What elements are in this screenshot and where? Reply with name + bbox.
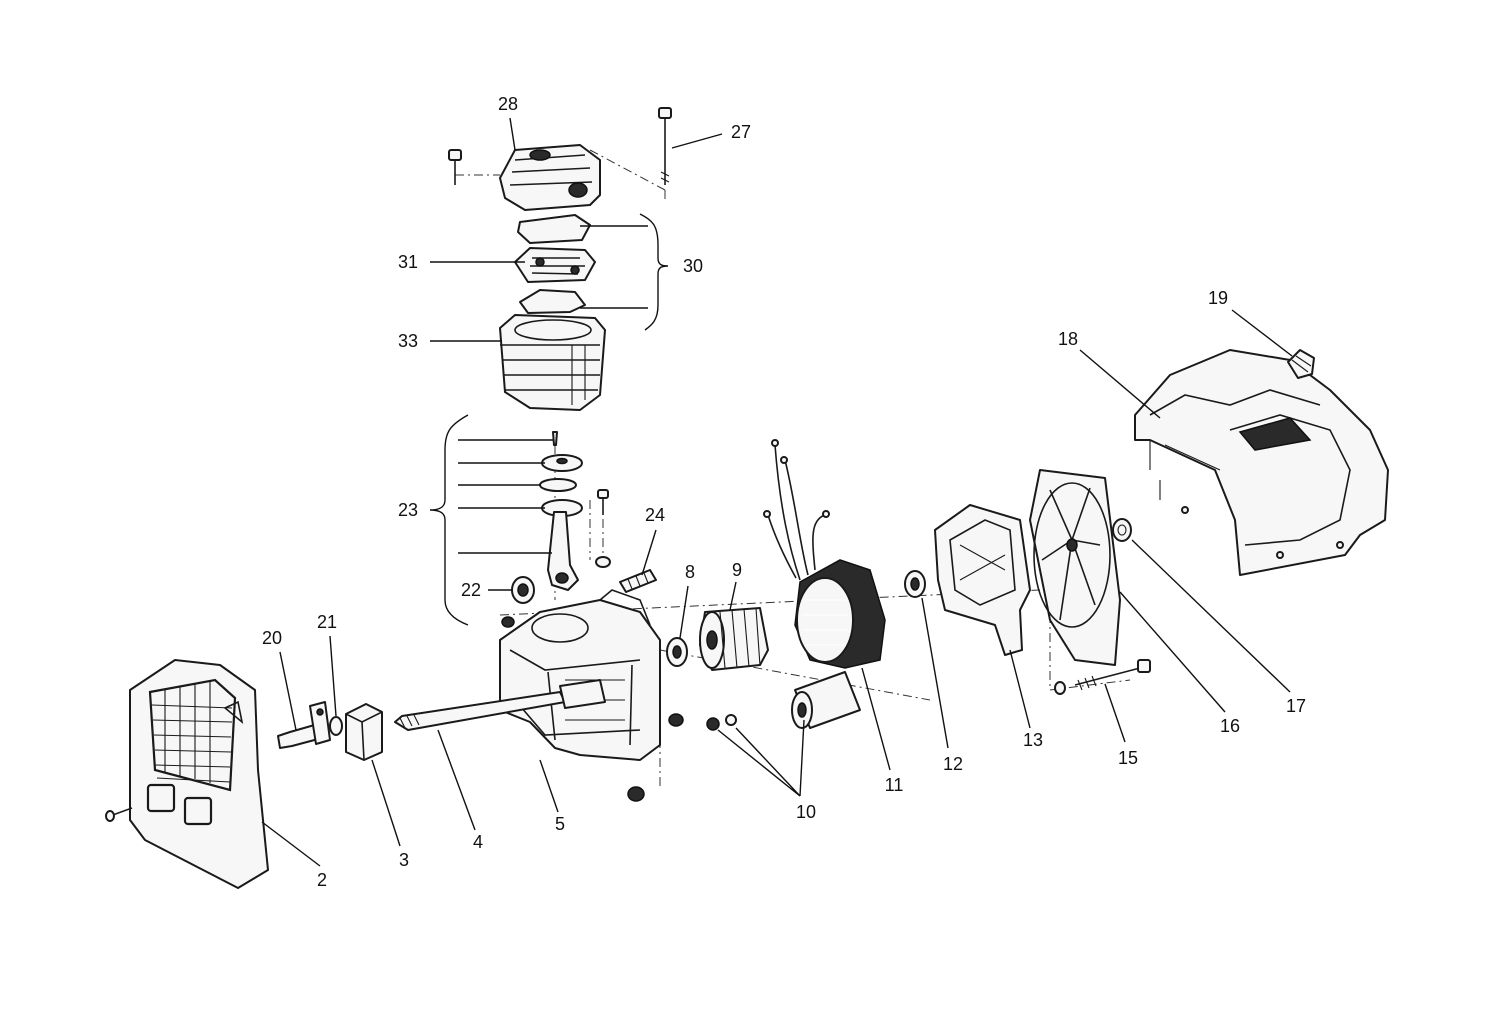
callout-10: 10 [796,802,816,822]
part-fan [1029,469,1121,666]
part-end-bracket [934,504,1031,656]
part-crankcase-bottom-nut [627,786,645,802]
callout-4: 4 [473,832,483,852]
callout-31: 31 [398,252,418,272]
part-ring-17 [1112,518,1132,542]
part-capacitor [791,671,861,729]
leader-lines [261,117,1293,867]
part-cap-19 [1287,349,1315,379]
callout-2: 2 [317,870,327,890]
part-stator-wires [763,439,830,581]
part-head-bolt-small [448,149,462,185]
part-bearing-8 [666,637,688,667]
part-cylinder-head [499,144,601,211]
callout-12: 12 [943,754,963,774]
callout-17: 17 [1286,696,1306,716]
part-lower-gasket [519,289,586,314]
callout-9: 9 [732,560,742,580]
callout-13: 13 [1023,730,1043,750]
part-fitting-24 [619,569,657,593]
part-valve-plate [514,247,596,283]
callout-33: 33 [398,331,418,351]
part-crankcase [499,589,661,761]
callout-22: 22 [461,580,481,600]
callout-labels: 2 3 4 5 8 9 10 11 12 13 15 16 17 18 19 2… [262,94,1306,890]
part-stator [794,559,886,669]
callout-23: 23 [398,500,418,520]
callout-8: 8 [685,562,695,582]
part-upper-gasket [517,214,591,244]
callout-27: 27 [731,122,751,142]
callout-19: 19 [1208,288,1228,308]
part-capacitor-nuts [706,714,737,731]
callout-18: 18 [1058,329,1078,349]
part-bearing-22 [511,576,535,604]
callout-16: 16 [1220,716,1240,736]
part-piston-rod-group [539,431,583,591]
part-washer-21 [329,716,343,736]
callout-20: 20 [262,628,282,648]
part-block-3 [345,703,383,761]
part-rear-shroud [1134,349,1389,576]
callout-24: 24 [645,505,665,525]
callout-5: 5 [555,814,565,834]
part-guard-screw [105,807,133,822]
part-through-bolt [1054,659,1151,695]
part-small-nut [501,616,515,628]
part-crankcase-nut [668,713,684,727]
part-bearing-12 [904,570,926,598]
part-crankcase-screw [595,489,611,568]
callout-21: 21 [317,612,337,632]
part-rotor [699,607,769,671]
part-front-guard [129,659,269,889]
callout-28: 28 [498,94,518,114]
part-bolt-bracket-20 [277,701,331,749]
callout-15: 15 [1118,748,1138,768]
callout-30: 30 [683,256,703,276]
part-crankshaft [394,679,606,731]
part-cylinder [499,314,606,411]
callout-11: 11 [885,775,904,795]
part-long-head-bolt [658,107,672,185]
callout-3: 3 [399,850,409,870]
